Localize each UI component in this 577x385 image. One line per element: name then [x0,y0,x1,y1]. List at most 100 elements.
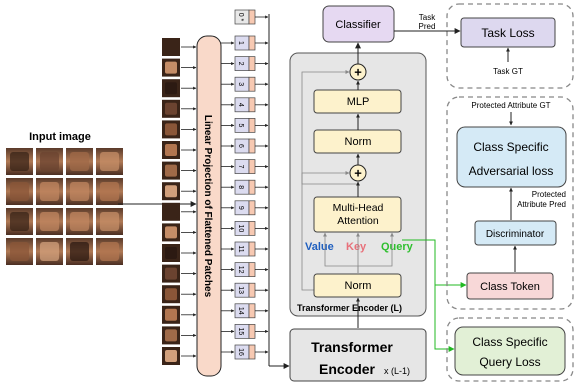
query-to-class-token-arrow [402,239,467,288]
query-to-query-loss-arrow [434,285,455,352]
token-label: 6 [237,144,244,148]
task-loss-box [460,17,556,48]
input-patch [96,238,123,265]
token-label: 13 [237,286,244,294]
patch-thumbnail [162,58,180,77]
input-patch [96,208,123,235]
token-label: 11 [237,245,244,252]
patch-token: 6 [234,138,256,154]
input-image-label: Input image [29,131,91,143]
residual-add-top-symbol: + [354,65,362,80]
query-label: Query [381,241,414,253]
token-label: 5 [237,123,244,127]
patch-thumbnail [162,285,180,304]
discriminator-box [474,220,557,246]
mlp-label: MLP [347,96,370,108]
patch-token: 12 [234,262,256,277]
patch-token: 10 [234,221,256,236]
linear-projection-box [196,35,222,377]
key-label: Key [346,241,367,253]
norm-bottom-label: Norm [345,280,372,292]
input-image-grid [6,148,123,265]
patch-token: 1 [234,35,256,51]
encoder-stack-label-line1: Transformer [311,339,393,355]
task-pred-label-line2: Pred [419,22,436,31]
classifier-label: Classifier [335,19,381,31]
protected-attribute-pred-line2: Attribute Pred [517,200,566,209]
patch-thumbnail [162,244,180,262]
patch-thumbnail [162,141,180,159]
classifier-box [322,5,395,43]
patch-thumbnail [162,305,180,324]
patch-thumbnail [162,99,180,118]
token-label: 3 [237,82,244,86]
token-label: 4 [237,103,244,107]
task-gt-label: Task GT [493,67,523,76]
patch-token: 13 [234,282,256,298]
task-loss-label: Task Loss [481,26,534,40]
token-label: 10 [237,225,244,233]
adversarial-loss-label-line1: Class Specific [473,140,548,154]
patch-thumbnail [162,223,180,242]
task-pred-label-line1: Task [419,13,436,22]
input-patch [66,148,93,175]
protected-attribute-gt-label: Protected Attribute GT [471,101,550,110]
patch-token: 8 [234,179,256,195]
transformer-encoder-stack [289,328,427,382]
patch-thumbnail [162,264,180,283]
input-patch [66,238,93,265]
class-token-box [466,272,554,300]
token-label: 1 [237,41,244,45]
query-loss-label-line1: Class Specific [472,335,547,349]
token-label: 14 [237,307,244,315]
patch-token: 16 [234,344,256,360]
protected-attribute-pred-line1: Protected [532,190,566,199]
input-patch [66,178,93,205]
class-token-label: Class Token [480,281,540,293]
mha-label-line1: Multi-Head [333,202,384,214]
patch-token: 9 [234,200,256,216]
patch-thumbnail [162,326,180,345]
patch-thumbnails [162,38,197,365]
input-patch [96,178,123,205]
patch-token: 4 [234,97,256,113]
patch-thumbnail [162,38,180,56]
token-label: 9 [237,206,244,210]
transformer-encoder-title: Transformer Encoder (L) [297,303,402,313]
patch-thumbnail [162,79,180,98]
token-label: 0 * [237,13,244,22]
patch-token: 11 [234,241,256,257]
patch-thumbnail [162,182,180,201]
adversarial-loss-box [456,126,567,188]
token-label: 12 [237,266,244,274]
patch-token: 3 [234,76,256,92]
linear-projection-label: Linear Projection of Flattened Patches [202,115,213,298]
adversarial-loss-label-line2: Adversarial loss [469,164,554,178]
encoder-stack-repeat: x (L-1) [384,366,410,376]
input-patch [36,208,63,235]
class-token: 0 * [234,9,256,25]
patch-token: 5 [234,118,256,133]
discriminator-label: Discriminator [486,229,545,240]
token-label: 16 [237,348,244,356]
patch-token: 2 [234,56,256,71]
patch-token: 15 [234,324,256,339]
norm-bottom-box [313,273,402,298]
input-patch [36,178,63,205]
residual-skip-upper [301,70,358,185]
token-label: 8 [237,185,244,189]
patch-thumbnail [162,120,180,139]
patch-thumbnail [162,202,180,221]
input-patch [96,148,123,175]
query-branch-group [446,317,574,382]
patch-token: 7 [234,159,256,174]
value-label: Value [305,241,334,253]
token-label: 2 [237,62,244,66]
input-patch [6,148,33,175]
norm-top-label: Norm [345,136,372,148]
patch-thumbnail [162,161,180,180]
input-patch [36,148,63,175]
query-loss-label-line2: Query Loss [479,355,540,369]
